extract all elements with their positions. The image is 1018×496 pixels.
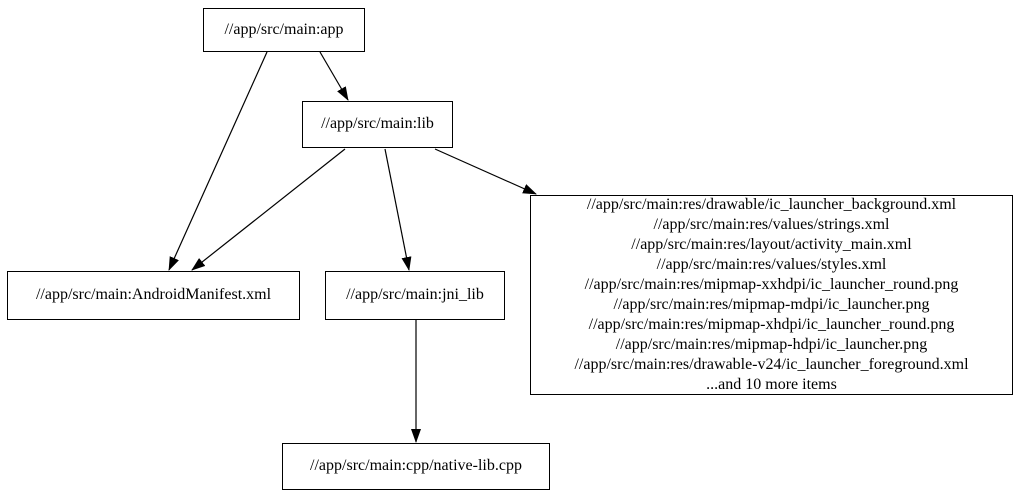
node-native-lib-cpp-label: //app/src/main:cpp/native-lib.cpp [310, 457, 522, 475]
node-jni-lib-target: //app/src/main:jni_lib [325, 271, 505, 320]
edge-lib-to-manifest [191, 148, 346, 271]
res-file-item: //app/src/main:res/drawable-v24/ic_launc… [574, 356, 969, 373]
res-file-item: //app/src/main:res/values/strings.xml [653, 216, 890, 233]
node-native-lib-cpp: //app/src/main:cpp/native-lib.cpp [282, 443, 550, 490]
node-android-manifest-label: //app/src/main:AndroidManifest.xml [35, 286, 272, 304]
res-file-item: //app/src/main:res/drawable/ic_launcher_… [586, 196, 957, 213]
edge-app-to-lib [319, 51, 349, 101]
node-app-label: //app/src/main:app [224, 20, 344, 38]
res-file-item: //app/src/main:res/layout/activity_main.… [631, 236, 912, 253]
edge-lib-to-res-files [434, 148, 537, 195]
node-lib-target: //app/src/main:lib [302, 101, 453, 148]
res-file-item: //app/src/main:res/mipmap-hdpi/ic_launch… [615, 336, 928, 353]
node-jni-lib-label: //app/src/main:jni_lib [346, 286, 484, 304]
res-more-items-note: ...and 10 more items [706, 376, 837, 393]
edge-app-to-manifest [168, 51, 268, 271]
res-file-item: //app/src/main:res/mipmap-mdpi/ic_launch… [613, 296, 930, 313]
node-app-target: //app/src/main:app [203, 8, 365, 52]
res-file-item: //app/src/main:res/mipmap-xhdpi/ic_launc… [588, 316, 955, 333]
res-file-item: //app/src/main:res/values/styles.xml [656, 256, 887, 273]
node-android-manifest: //app/src/main:AndroidManifest.xml [7, 271, 300, 320]
node-res-files-group: //app/src/main:res/drawable/ic_launcher_… [530, 195, 1013, 395]
edge-lib-to-jni-lib [384, 148, 412, 271]
res-file-item: //app/src/main:res/mipmap-xxhdpi/ic_laun… [584, 276, 959, 293]
node-lib-label: //app/src/main:lib [321, 115, 434, 133]
